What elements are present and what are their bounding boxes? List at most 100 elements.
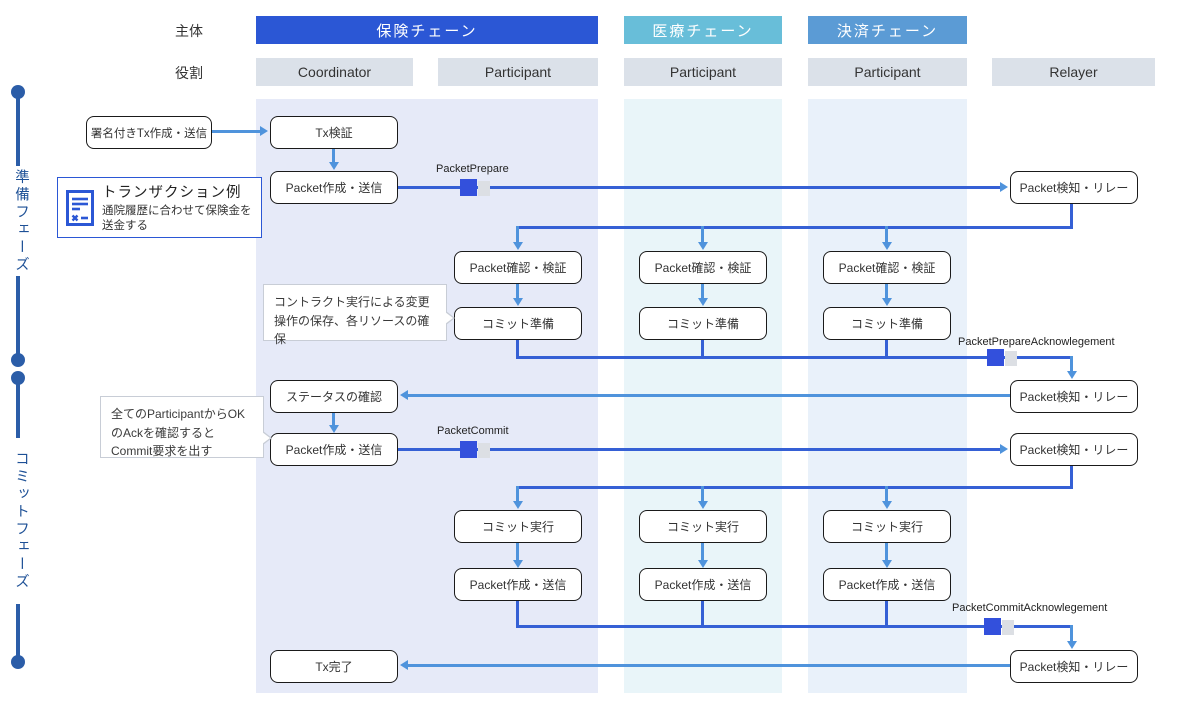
note-bubble-commit: 全てのParticipantからOKのAckを確認するとCommit要求を出す [100,396,272,458]
connector-line [701,226,704,242]
phase-label-prepare: 準備フェーズ [13,168,29,274]
connector-line [1070,466,1073,489]
packet-blue-square-icon [987,349,1004,366]
node-packet-verify-p3: Packet確認・検証 [823,251,951,284]
phase-dot [11,655,25,669]
connector-line [701,486,704,501]
node-packet-verify-p2: Packet確認・検証 [639,251,767,284]
node-status-check: ステータスの確認 [270,380,398,413]
subject-row-label: 主体 [175,23,203,39]
connector-line [398,186,1000,189]
arrowhead [513,298,523,306]
connector-line [885,543,888,560]
node-packet-send-p1: Packet作成・送信 [454,568,582,601]
note-bubble-prepare: コントラクト実行による変更操作の保存、各リソースの確保 [263,284,455,346]
arrowhead [329,425,339,433]
packet-blue-square-icon [460,441,477,458]
connector-line [516,601,519,628]
phase-rail-segment [16,378,20,438]
node-commit-exec-p3: コミット実行 [823,510,951,543]
connector-line [701,601,704,628]
arrowhead [1067,641,1077,649]
packet-blue-square-icon [460,179,477,196]
packet-gray-square-icon [1002,620,1014,635]
arrowhead [400,660,408,670]
packet-label-commit-ack: PacketCommitAcknowlegement [952,602,1108,614]
connector-line [398,448,1000,451]
phase-rail-segment [16,604,20,662]
node-packet-send-p3: Packet作成・送信 [823,568,951,601]
node-commit-exec-p2: コミット実行 [639,510,767,543]
arrowhead [329,162,339,170]
node-relayer-detect-4: Packet検知・リレー [1010,650,1138,683]
bubble-tail [445,312,453,324]
packet-gray-square-icon [1005,351,1017,366]
connector-line [408,394,1010,397]
connector-line [701,543,704,560]
chain-header-insurance: 保険チェーン [256,16,598,44]
arrowhead [882,242,892,250]
arrowhead [1000,182,1008,192]
connector-line [212,130,261,133]
arrowhead [1000,444,1008,454]
node-commit-prepare-p2: コミット準備 [639,307,767,340]
connector-line [1070,204,1073,229]
connector-line [516,625,1073,628]
arrowhead [400,390,408,400]
node-commit-prepare-p1: コミット準備 [454,307,582,340]
connector-line [885,486,888,501]
phase-rail-segment [16,276,20,360]
packet-blue-square-icon [984,618,1001,635]
arrowhead [1067,371,1077,379]
node-commit-exec-p1: コミット実行 [454,510,582,543]
connector-line [516,284,519,298]
node-relayer-detect-1: Packet検知・リレー [1010,171,1138,204]
connector-line [885,340,888,359]
document-icon [66,189,94,226]
node-relayer-detect-2: Packet検知・リレー [1010,380,1138,413]
phase-label-commit: コミットフェーズ [13,451,29,591]
arrowhead [513,501,523,509]
arrowhead [513,560,523,568]
role-header-relayer: Relayer [992,58,1155,86]
connector-line [516,340,519,359]
connector-line [701,284,704,298]
chain-header-settlement: 決済チェーン [808,16,967,44]
arrowhead [698,560,708,568]
arrowhead [882,560,892,568]
role-header-coordinator: Coordinator [256,58,413,86]
note-text: コントラクト実行による変更操作の保存、各リソースの確保 [274,295,430,347]
node-tx-verify: Tx検証 [270,116,398,149]
connector-line [516,356,1073,359]
packet-label-prepare-ack: PacketPrepareAcknowlegement [958,336,1115,348]
transaction-example-body: 通院履歴に合わせて保険金を送金する [102,205,252,232]
role-header-participant-3: Participant [808,58,967,86]
node-commit-prepare-p3: コミット準備 [823,307,951,340]
phase-dot [11,353,25,367]
role-header-participant-2: Participant [624,58,782,86]
connector-line [1070,356,1073,371]
connector-line [332,149,335,162]
node-sign-tx: 署名付きTx作成・送信 [86,116,212,149]
transaction-example-title: トランザクション例 [102,185,242,202]
connector-line [516,486,1073,489]
node-tx-done: Tx完了 [270,650,398,683]
packet-gray-square-icon [478,181,490,196]
packet-gray-square-icon [478,443,490,458]
node-packet-send-p2: Packet作成・送信 [639,568,767,601]
node-relayer-detect-3: Packet検知・リレー [1010,433,1138,466]
connector-line [885,284,888,298]
connector-line [1070,625,1073,641]
role-row-label: 役割 [175,65,203,81]
arrowhead [698,242,708,250]
connector-line [885,601,888,628]
connector-line [516,226,519,242]
bubble-tail [262,432,270,444]
arrowhead [882,501,892,509]
packet-label-prepare: PacketPrepare [436,163,509,175]
arrowhead [513,242,523,250]
connector-line [516,543,519,560]
transaction-example-card: トランザクション例 通院履歴に合わせて保険金を送金する [57,177,262,238]
role-header-participant-1: Participant [438,58,598,86]
